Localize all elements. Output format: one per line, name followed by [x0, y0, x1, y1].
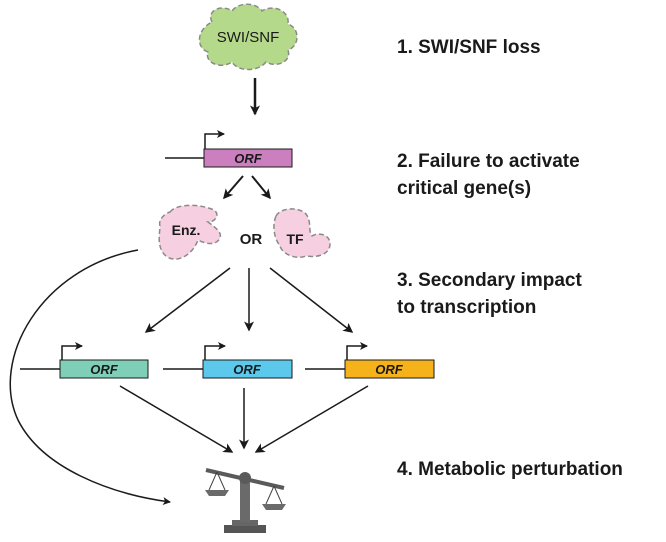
secondary-gene-3-orf-box: [344, 359, 435, 379]
transcription-factor-product: TF: [273, 208, 331, 258]
balance-base: [224, 525, 266, 533]
left-pan-string-a: [208, 471, 218, 491]
arrow-products-to-gene-1: [144, 267, 231, 333]
secondary-gene-1-orf-box: [59, 359, 149, 379]
tf-blob-shape: [273, 208, 331, 258]
secondary-gene-2-orf-label: ORF: [233, 362, 262, 377]
primary-gene: ORF: [165, 130, 293, 168]
step-2-label-line-1: 2. Failure to activate: [397, 151, 580, 172]
swi-snf-label: SWI/SNF: [217, 29, 280, 46]
right-pan-string-a: [265, 485, 275, 505]
primary-gene-orf-box: [203, 148, 293, 168]
swi-snf-cloud-shape: [198, 3, 298, 71]
step-4-label: 4. Metabolic perturbation: [397, 459, 623, 480]
arrow-products-to-gene-3: [269, 267, 354, 333]
balance-scale-icon: [205, 468, 286, 533]
arrow-gene-to-tf: [251, 175, 271, 200]
arrow-gene-3-to-balance: [254, 385, 369, 453]
balance-beam: [205, 468, 285, 490]
right-pan: [262, 504, 286, 510]
left-pan: [205, 490, 229, 496]
swi-snf-complex: SWI/SNF: [198, 3, 298, 71]
secondary-gene-2-promoter-arrow: [204, 342, 226, 360]
secondary-gene-3-promoter-arrow: [346, 342, 368, 360]
balance-base-step: [232, 520, 258, 526]
secondary-gene-1-orf-label: ORF: [90, 362, 119, 377]
right-pan-string-b: [273, 485, 283, 505]
step-2-label-line-2: critical gene(s): [397, 178, 531, 199]
arrow-gene-to-enzyme: [223, 175, 244, 200]
primary-gene-promoter-arrow: [204, 130, 225, 149]
curved-arrow-enzyme-to-balance: [9, 249, 171, 506]
step-1-label: 1. SWI/SNF loss: [397, 37, 541, 58]
secondary-gene-3: ORF: [305, 342, 435, 379]
step-3-label-line-1: 3. Secondary impact: [397, 270, 582, 291]
primary-gene-orf-label: ORF: [234, 151, 263, 166]
arrow-gene-1-to-balance: [119, 385, 234, 453]
secondary-gene-1-promoter-arrow: [61, 342, 83, 360]
secondary-gene-2: ORF: [163, 342, 293, 379]
step-3-label-line-2: to transcription: [397, 297, 536, 318]
enzyme-label: Enz.: [172, 222, 201, 238]
secondary-gene-3-orf-label: ORF: [375, 362, 404, 377]
secondary-gene-1: ORF: [20, 342, 149, 379]
or-label: OR: [240, 231, 263, 248]
tf-label: TF: [286, 231, 304, 247]
enzyme-product: Enz.: [158, 204, 222, 260]
balance-post: [240, 480, 250, 522]
secondary-gene-2-orf-box: [202, 359, 293, 379]
left-pan-string-b: [216, 471, 226, 491]
enzyme-blob-shape: [158, 204, 222, 260]
